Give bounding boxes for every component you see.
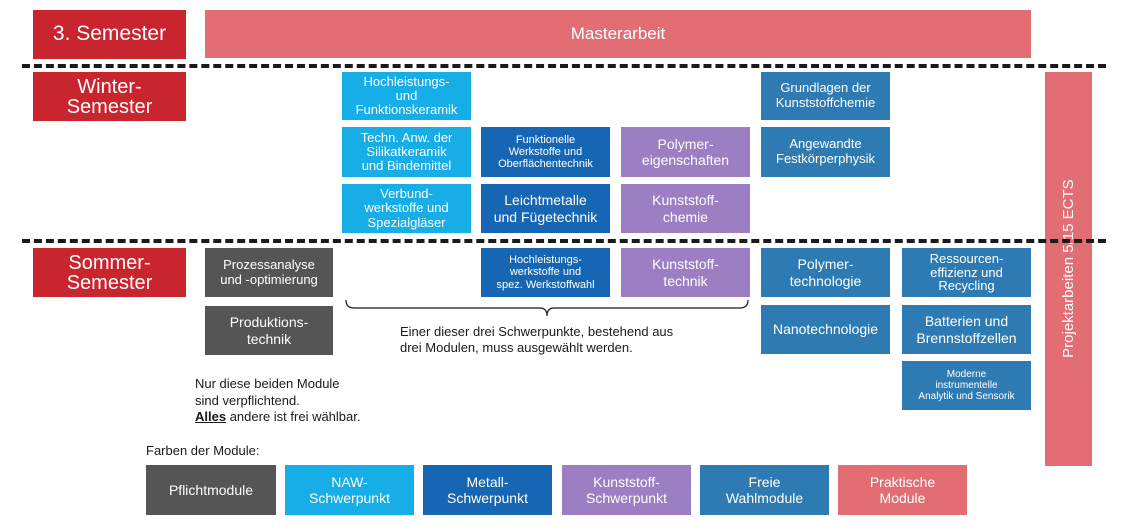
module-hochleistungs-funktionskeramik[interactable]: Hochleistungs- und Funktionskeramik <box>342 72 471 120</box>
winter-semester-label: Winter- Semester <box>33 72 186 121</box>
legend-naw-schwerpunkt: NAW- Schwerpunkt <box>285 465 414 515</box>
module-nanotechnologie[interactable]: Nanotechnologie <box>761 305 890 354</box>
masterarbeit-module[interactable]: Masterarbeit <box>205 10 1031 58</box>
module-polymertechnologie[interactable]: Polymer- technologie <box>761 248 890 297</box>
legend-metall-schwerpunkt: Metall- Schwerpunkt <box>423 465 552 515</box>
module-analytik-sensorik[interactable]: Moderne instrumentelle Analytik und Sens… <box>902 361 1031 410</box>
module-ressourceneffizienz[interactable]: Ressourcen- effizienz und Recycling <box>902 248 1031 297</box>
module-prozessanalyse[interactable]: Prozessanalyse und -optimierung <box>205 248 333 297</box>
pflicht-note: Nur diese beiden Module sind verpflichte… <box>195 360 360 425</box>
module-leichtmetalle[interactable]: Leichtmetalle und Fügetechnik <box>481 184 610 233</box>
legend-kunststoff-schwerpunkt: Kunststoff- Schwerpunkt <box>562 465 691 515</box>
pflicht-note-bold: Alles <box>195 408 227 424</box>
legend-praktische-module: Praktische Module <box>838 465 967 515</box>
projektarbeiten-module[interactable]: Projektarbeiten 5/15 ECTS <box>1045 72 1092 466</box>
schwerpunkt-brace <box>345 299 749 317</box>
legend-freie-wahlmodule: Freie Wahlmodule <box>700 465 829 515</box>
divider-winter <box>22 64 1106 68</box>
module-grundlagen-kunststoffchemie[interactable]: Grundlagen der Kunststoffchemie <box>761 72 890 120</box>
legend-title: Farben der Module: <box>146 443 260 458</box>
schwerpunkt-note: Einer dieser drei Schwerpunkte, bestehen… <box>400 324 674 356</box>
module-kunststoffchemie[interactable]: Kunststoff- chemie <box>621 184 750 233</box>
divider-sommer <box>22 239 1106 243</box>
pflicht-note-rest: andere ist frei wählbar. <box>226 408 361 424</box>
semester-3-label: 3. Semester <box>33 10 186 59</box>
module-verbundwerkstoffe[interactable]: Verbund- werkstoffe und Spezialgläser <box>342 184 471 233</box>
projektarbeiten-label: Projektarbeiten 5/15 ECTS <box>1059 179 1077 358</box>
module-hochleistungswerkstoffe[interactable]: Hochleistungs- werkstoffe und spez. Werk… <box>481 248 610 297</box>
pflicht-note-line1: Nur diese beiden Module sind verpflichte… <box>195 376 340 408</box>
module-batterien[interactable]: Batterien und Brennstoffzellen <box>902 305 1031 354</box>
module-silikatkeramik[interactable]: Techn. Anw. der Silikatkeramik und Binde… <box>342 127 471 177</box>
module-polymereigenschaften[interactable]: Polymer- eigenschaften <box>621 127 750 177</box>
module-kunststofftechnik[interactable]: Kunststoff- technik <box>621 248 750 297</box>
module-festkoerperphysik[interactable]: Angewandte Festkörperphysik <box>761 127 890 177</box>
module-funktionelle-werkstoffe[interactable]: Funktionelle Werkstoffe und Oberflächent… <box>481 127 610 177</box>
module-produktionstechnik[interactable]: Produktions- technik <box>205 306 333 355</box>
legend-pflichtmodule: Pflichtmodule <box>146 465 276 515</box>
sommer-semester-label: Sommer- Semester <box>33 248 186 297</box>
